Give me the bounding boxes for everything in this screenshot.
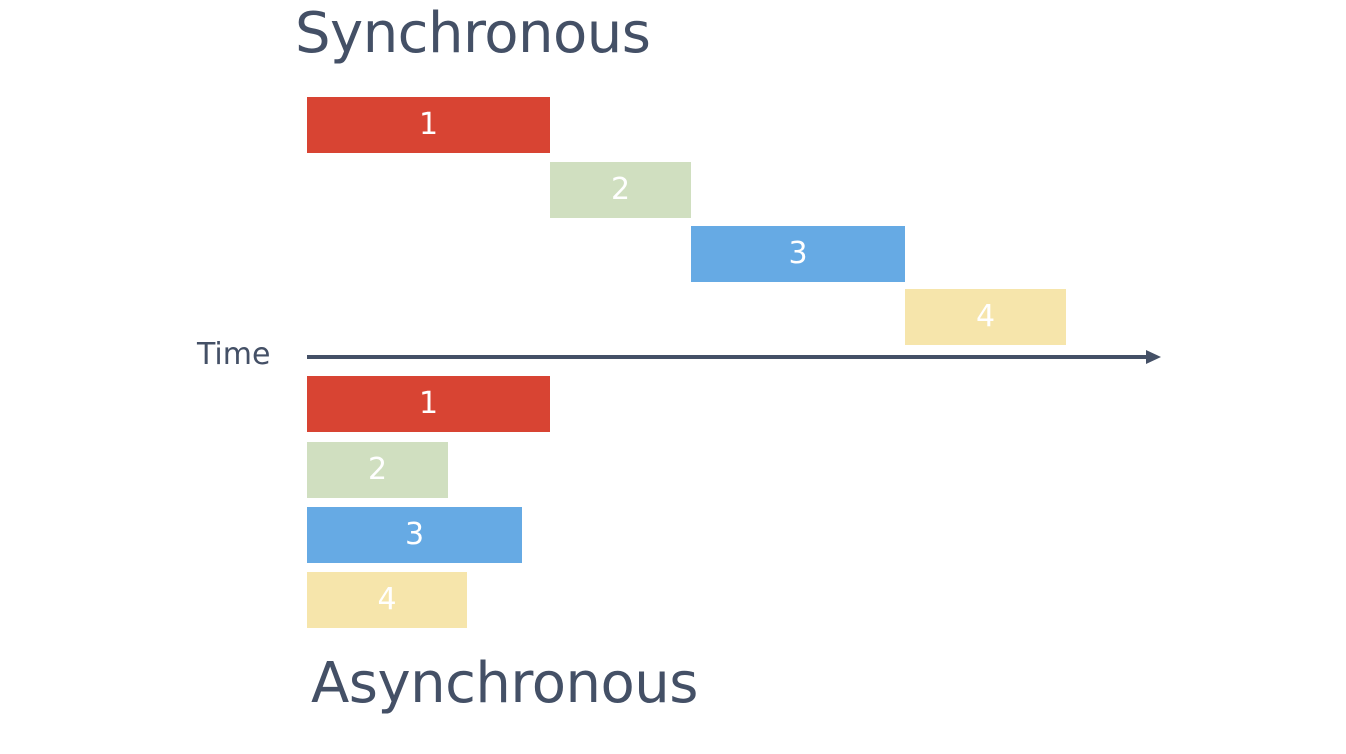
async-task-1: 1: [307, 376, 550, 432]
sync-task-1: 1: [307, 97, 550, 153]
asynchronous-title: Asynchronous: [311, 651, 698, 716]
async-task-4: 4: [307, 572, 467, 628]
sync-task-3-label: 3: [788, 236, 808, 271]
async-task-2: 2: [307, 442, 448, 498]
async-task-3: 3: [307, 507, 522, 563]
async-task-4-label: 4: [377, 582, 397, 617]
async-task-2-label: 2: [367, 452, 388, 487]
async-task-1-label: 1: [418, 386, 439, 421]
sync-task-3: 3: [691, 226, 905, 282]
synchronous-title: Synchronous: [295, 1, 651, 66]
time-axis-label: Time: [197, 337, 271, 372]
time-axis-arrowhead: [1146, 350, 1161, 364]
async-task-3-label: 3: [404, 517, 425, 552]
sync-task-2: 2: [550, 162, 691, 218]
sync-task-1-label: 1: [418, 107, 439, 142]
sync-task-4-label: 4: [975, 299, 996, 334]
sync-task-4: 4: [905, 289, 1066, 345]
sync-task-2-label: 2: [610, 172, 631, 207]
